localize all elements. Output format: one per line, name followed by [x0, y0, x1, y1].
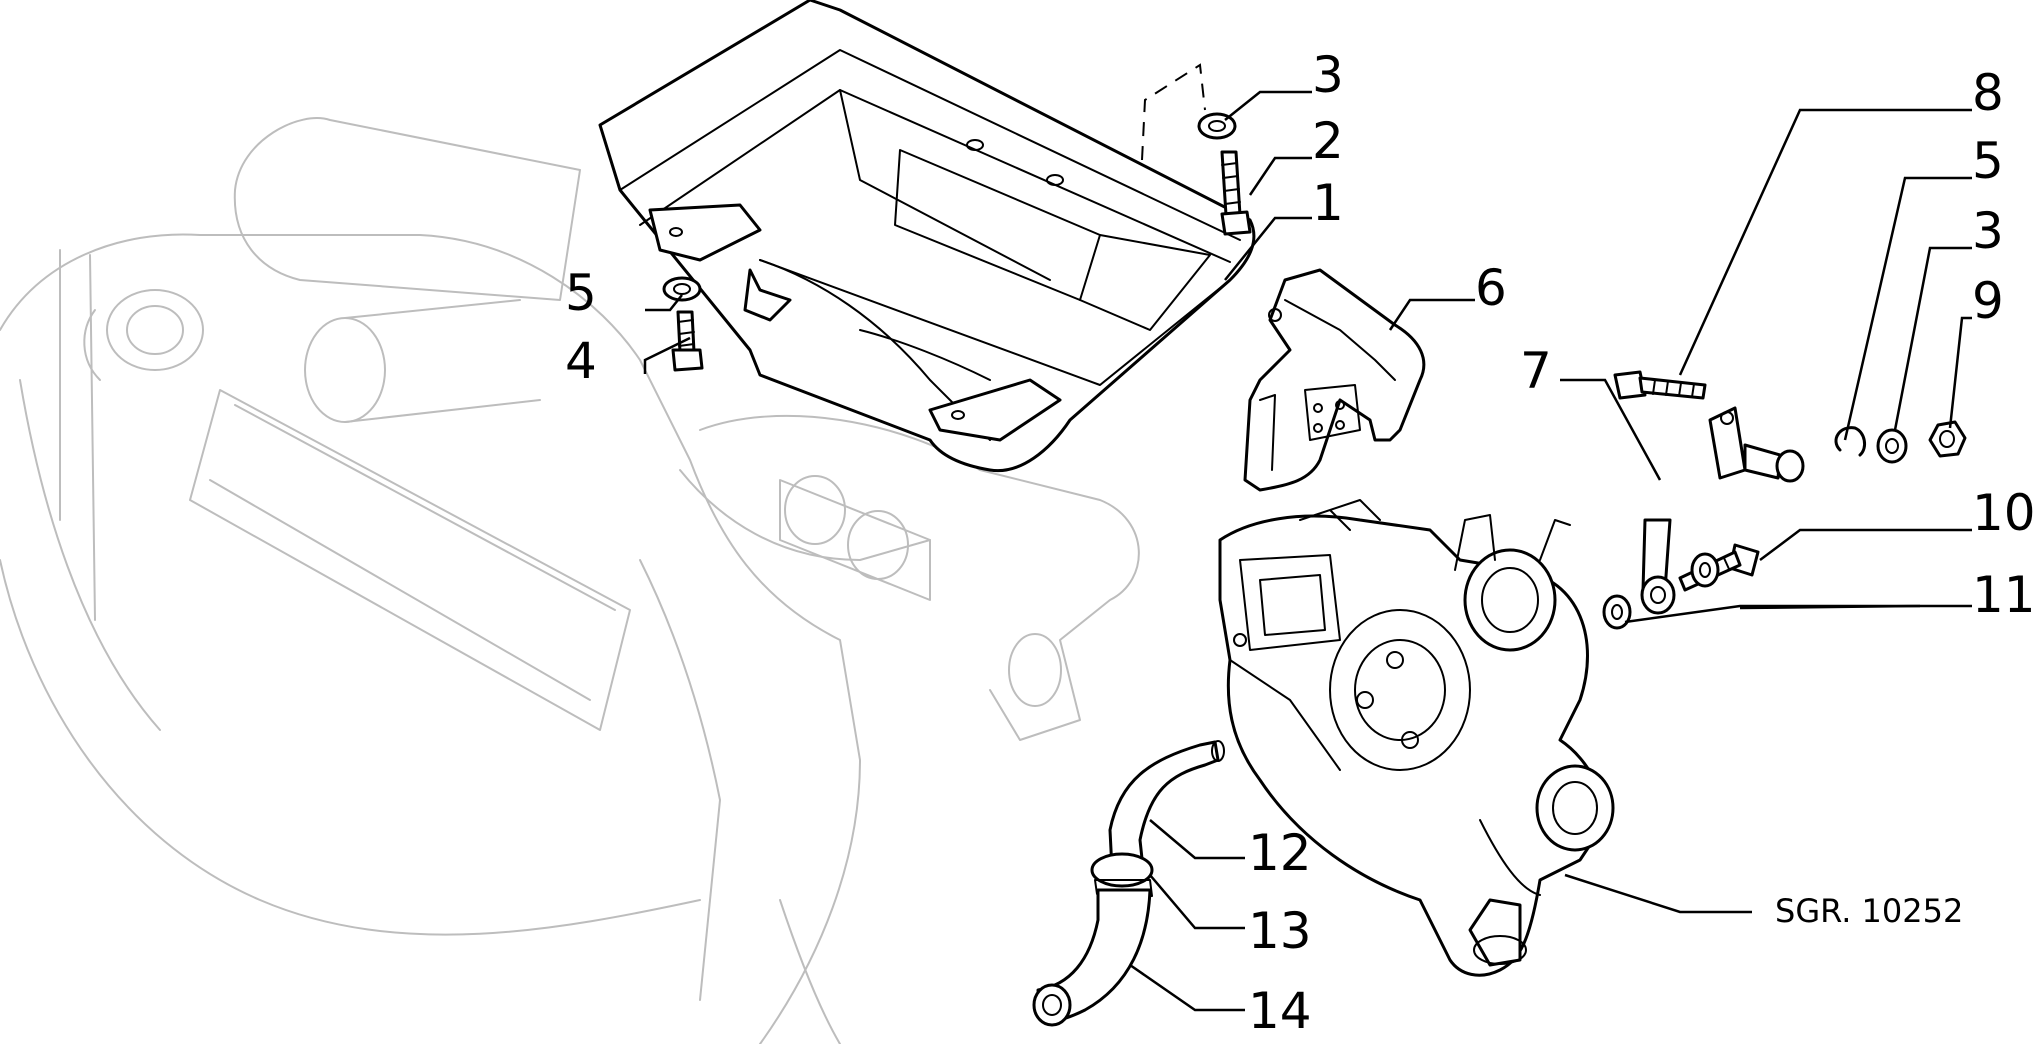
callout-14: 14 — [1248, 982, 1312, 1040]
oil-pipe — [1640, 406, 1805, 615]
callout-2: 2 — [1312, 112, 1344, 170]
callout-13: 13 — [1248, 902, 1312, 960]
washer-3-right — [1876, 428, 1908, 464]
callout-1: 1 — [1312, 174, 1344, 232]
hose-12 — [1108, 740, 1225, 872]
bolt-8 — [1613, 370, 1707, 400]
heat-shield — [598, 0, 1256, 473]
callout-3-top: 3 — [1312, 46, 1344, 104]
washer-5-left — [662, 276, 702, 302]
bolt-2 — [1220, 150, 1252, 236]
callout-12: 12 — [1248, 824, 1312, 882]
callout-7: 7 — [1520, 342, 1552, 400]
clip-5-right — [1834, 426, 1867, 457]
callout-4: 4 — [565, 332, 597, 390]
callout-6: 6 — [1475, 259, 1507, 317]
reference-code: SGR. 10252 — [1775, 892, 1963, 930]
callout-5-left: 5 — [565, 264, 597, 322]
callout-9: 9 — [1972, 272, 2004, 330]
nut-9 — [1928, 420, 1967, 458]
callout-5-right: 5 — [1972, 132, 2004, 190]
callout-3-right: 3 — [1972, 202, 2004, 260]
bolt-4 — [671, 310, 704, 372]
engine-block-ghost — [0, 117, 1140, 1044]
washer-11-upper — [1690, 552, 1720, 588]
leader-lines — [643, 90, 1972, 1012]
washer-11-lower — [1602, 594, 1632, 630]
dashed-marker — [1141, 63, 1206, 161]
turbocharger — [1218, 499, 1615, 977]
hose-14 — [1032, 888, 1152, 1027]
callout-11: 11 — [1972, 566, 2034, 624]
clamp-13 — [1090, 852, 1154, 897]
callout-10: 10 — [1972, 484, 2034, 542]
callout-8: 8 — [1972, 64, 2004, 122]
support-bracket — [1243, 268, 1426, 492]
